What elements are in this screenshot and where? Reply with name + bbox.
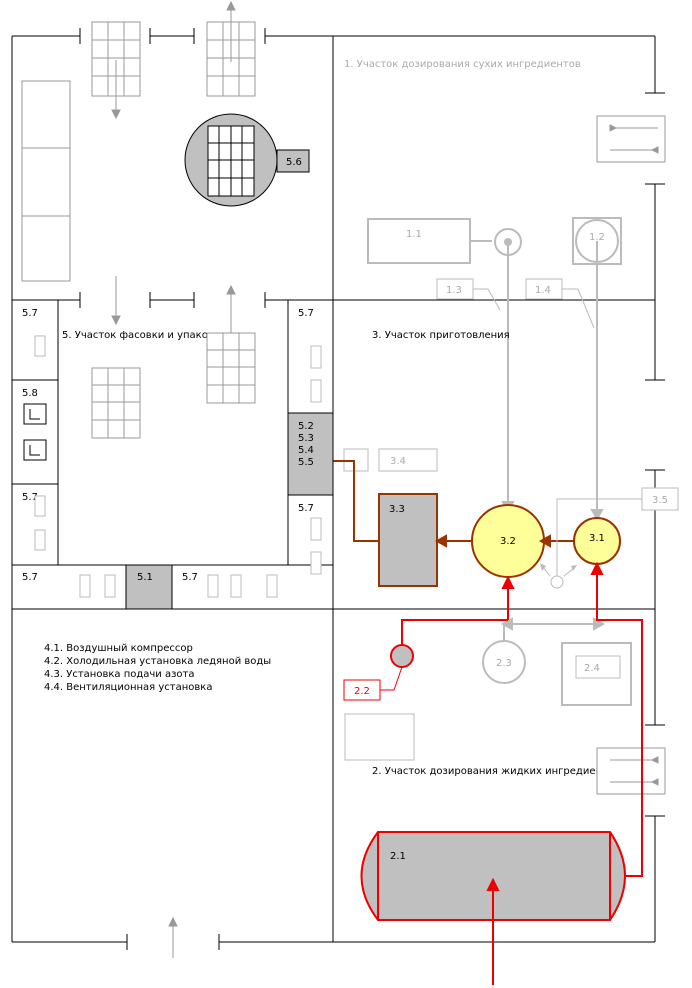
equipment-5-2-5-5 — [287, 412, 334, 496]
area-title-prep: 3. Участок приготовления — [372, 330, 510, 341]
label-5-5: 5.5 — [298, 457, 314, 468]
label-3-5: 3.5 — [652, 495, 668, 506]
label-5-4: 5.4 — [298, 445, 314, 456]
label-1-4: 1.4 — [535, 285, 551, 296]
ventilation-unit-top — [596, 115, 666, 163]
arrow-down-icon — [111, 276, 121, 326]
packing-station — [79, 574, 91, 598]
equipment-1-2 — [572, 217, 622, 265]
label-5-8: 5.8 — [22, 388, 38, 399]
area-title-liquid: 2. Участок дозирования жидких ингредиент… — [372, 766, 620, 777]
label-1-1: 1.1 — [406, 229, 422, 240]
label-3-3: 3.3 — [389, 504, 405, 515]
equipment-3-4 — [343, 448, 438, 472]
label-1-3: 1.3 — [446, 285, 462, 296]
arrow-up-icon — [226, 0, 236, 62]
walls — [11, 28, 665, 950]
label-5-2: 5.2 — [298, 421, 314, 432]
label-3-4: 3.4 — [390, 456, 406, 467]
utility-list: 4.1. Воздушный компрессор 4.2. Холодильн… — [44, 643, 271, 693]
area-title-pack: 5. Участок фасовки и упаковки — [62, 330, 226, 341]
packing-station — [310, 345, 322, 369]
label-2-1: 2.1 — [390, 851, 406, 862]
equipment-2-4 — [561, 642, 632, 706]
packing-station — [266, 574, 278, 598]
equipment-box — [344, 713, 415, 761]
label-2-3: 2.3 — [496, 658, 512, 669]
label-5-6: 5.6 — [286, 157, 302, 168]
packing-station — [104, 574, 116, 598]
area-title-dry: 1. Участок дозирования сухих ингредиенто… — [344, 59, 581, 70]
label-3-2: 3.2 — [500, 536, 516, 547]
label-5-7: 5.7 — [22, 308, 38, 319]
arrow-up-icon — [168, 916, 178, 958]
tank-2-1 — [360, 831, 626, 921]
packing-station — [310, 517, 322, 541]
pallet-grid-pack-left — [91, 367, 141, 439]
tag-1-3 — [436, 278, 501, 311]
gray-transfer-line — [500, 617, 606, 641]
packing-station — [310, 551, 322, 575]
shelving-rack — [21, 80, 71, 282]
utility-item: 4.2. Холодильная установка ледяной воды — [44, 656, 271, 667]
label-5-7: 5.7 — [298, 308, 314, 319]
packing-station — [230, 574, 242, 598]
label-2-4: 2.4 — [584, 663, 600, 674]
tag-3-5 — [540, 487, 679, 589]
equipment-5-8 — [23, 403, 47, 461]
packing-station — [34, 495, 46, 517]
label-5-1: 5.1 — [137, 572, 153, 583]
tag-1-4 — [525, 278, 595, 329]
ventilation-unit-bottom — [596, 747, 666, 795]
label-3-1: 3.1 — [589, 533, 605, 544]
utility-item: 4.3. Установка подачи азота — [44, 669, 195, 680]
pump-2-2 — [343, 644, 414, 701]
packing-station — [34, 335, 46, 357]
packing-station — [34, 529, 46, 551]
label-5-7: 5.7 — [182, 572, 198, 583]
equipment-5-1 — [125, 564, 173, 610]
packing-station — [310, 379, 322, 403]
packing-station — [207, 574, 219, 598]
utility-item: 4.1. Воздушный компрессор — [44, 643, 193, 654]
label-5-7: 5.7 — [22, 572, 38, 583]
liquid-supply-lines — [401, 561, 643, 985]
label-5-3: 5.3 — [298, 433, 314, 444]
label-2-2: 2.2 — [354, 686, 370, 697]
equipment-5-6 — [184, 113, 310, 207]
pallet-grid-pack-right — [206, 332, 256, 404]
utility-item: 4.4. Вентиляционная установка — [44, 682, 212, 693]
equipment-3-3 — [378, 493, 438, 587]
equipment-1-1 — [367, 218, 522, 264]
label-5-7: 5.7 — [298, 503, 314, 514]
label-5-7: 5.7 — [22, 492, 38, 503]
label-1-2: 1.2 — [589, 232, 605, 243]
arrow-down-icon — [111, 60, 121, 120]
